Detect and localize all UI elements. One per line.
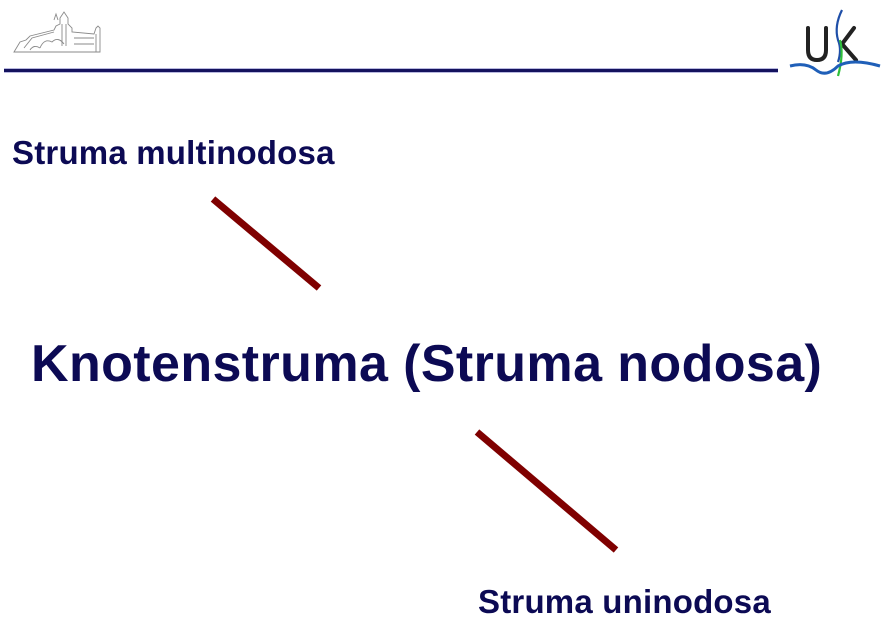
ukk-logo-icon [789,9,881,77]
top-label: Struma multinodosa [12,134,335,171]
connector-bottom [474,429,619,553]
bottom-label: Struma uninodosa [478,583,771,620]
castle-logo-icon [13,11,101,53]
connector-top [210,196,322,291]
main-title: Knotenstruma (Struma nodosa) [31,335,823,393]
header-rule [4,69,778,72]
